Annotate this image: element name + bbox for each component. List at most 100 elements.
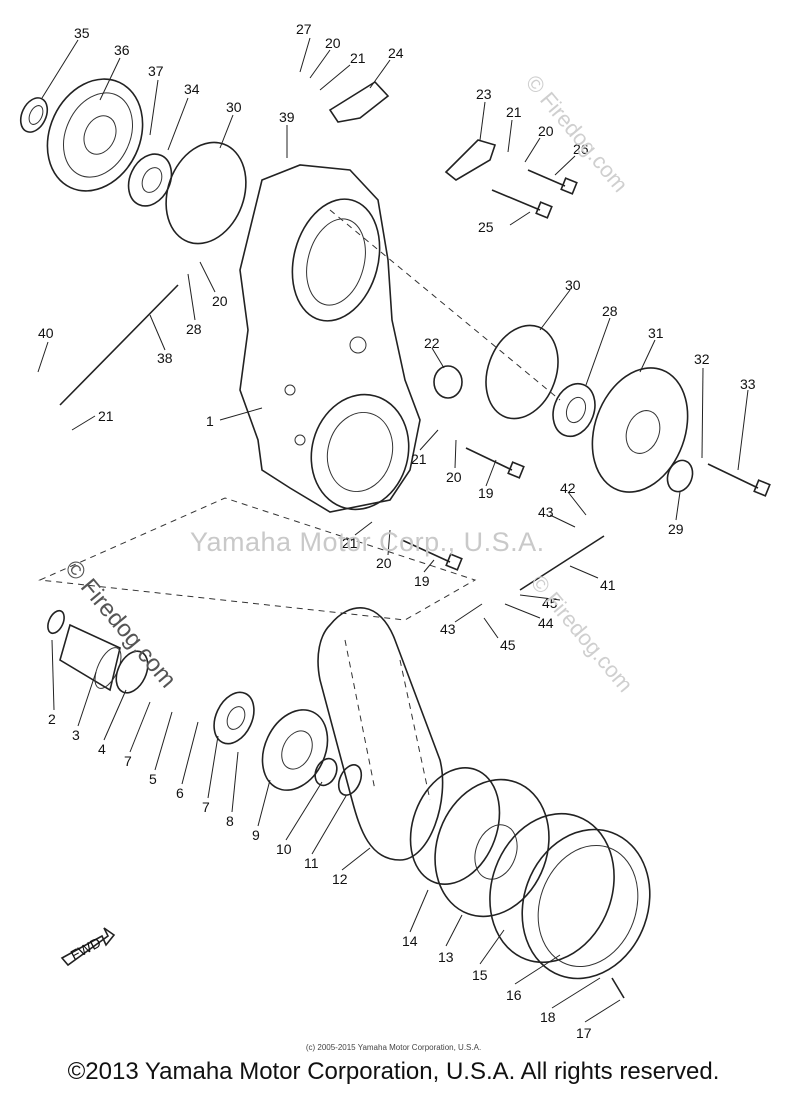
callout-31: 31 bbox=[648, 325, 664, 341]
assembly-outline-upper bbox=[329, 209, 561, 401]
callout-11: 11 bbox=[304, 855, 319, 871]
washer-10 bbox=[314, 757, 338, 787]
callout-19: 19 bbox=[478, 485, 494, 501]
chaincase-housing-1 bbox=[239, 164, 421, 513]
callout-9: 9 bbox=[252, 827, 260, 843]
callout-45b: 45 bbox=[500, 637, 516, 653]
gasket-15 bbox=[489, 812, 615, 964]
screw-17 bbox=[611, 977, 625, 999]
callout-18: 18 bbox=[540, 1009, 556, 1025]
callout-26: 26 bbox=[573, 141, 589, 157]
callout-5: 5 bbox=[149, 771, 157, 787]
callout-25: 25 bbox=[478, 219, 494, 235]
callout-20d: 20 bbox=[446, 469, 462, 485]
bracket-23 bbox=[444, 139, 497, 181]
yamaha-watermark: Yamaha Motor Corp., U.S.A. bbox=[190, 527, 545, 557]
callout-3: 3 bbox=[72, 727, 80, 743]
o-ring-30-right bbox=[485, 324, 559, 420]
callout-28: 28 bbox=[186, 321, 202, 337]
bolt-38 bbox=[59, 284, 179, 406]
bolt-26 bbox=[527, 169, 578, 195]
callout-30: 30 bbox=[226, 99, 242, 115]
gasket-14 bbox=[409, 767, 501, 885]
callout-4: 4 bbox=[98, 741, 106, 757]
callout-38: 38 bbox=[157, 350, 173, 366]
callout-27: 27 bbox=[296, 21, 312, 37]
callout-21e: 21 bbox=[342, 535, 358, 551]
chain-12 bbox=[317, 607, 444, 861]
bolt-19-upper bbox=[465, 447, 525, 479]
circlip-2 bbox=[47, 609, 65, 635]
callout-40: 40 bbox=[38, 325, 54, 341]
bearing-28-right bbox=[552, 382, 596, 438]
callout-20b: 20 bbox=[538, 123, 554, 139]
callout-14: 14 bbox=[402, 933, 418, 949]
collar-11 bbox=[337, 764, 363, 796]
o-ring-30-upper bbox=[165, 141, 247, 245]
callout-32: 32 bbox=[694, 351, 710, 367]
callout-28b: 28 bbox=[602, 303, 618, 319]
callout-34: 34 bbox=[184, 81, 200, 97]
callout-numbers: 35 36 37 34 30 39 27 20 21 24 23 21 20 2… bbox=[38, 21, 756, 1041]
callout-20: 20 bbox=[325, 35, 341, 51]
callout-23: 23 bbox=[476, 86, 492, 102]
callout-29: 29 bbox=[668, 521, 684, 537]
callout-22: 22 bbox=[424, 335, 440, 351]
callout-36: 36 bbox=[114, 42, 130, 58]
callout-41: 41 bbox=[600, 577, 616, 593]
callout-21: 21 bbox=[350, 50, 366, 66]
callout-2: 2 bbox=[48, 711, 56, 727]
bracket-24 bbox=[328, 80, 390, 123]
oil-seal-35 bbox=[19, 97, 49, 133]
callout-19b: 19 bbox=[414, 573, 430, 589]
small-copyright-line: (c) 2005-2015 Yamaha Motor Corporation, … bbox=[305, 1043, 482, 1052]
cover-36 bbox=[46, 78, 144, 192]
callout-21d: 21 bbox=[411, 451, 427, 467]
callout-44: 44 bbox=[538, 615, 554, 631]
bolt-33 bbox=[707, 463, 771, 497]
bearing-8 bbox=[213, 691, 255, 745]
callout-12: 12 bbox=[332, 871, 348, 887]
callout-8: 8 bbox=[226, 813, 234, 829]
callout-1: 1 bbox=[206, 413, 214, 429]
callout-21b: 21 bbox=[506, 104, 522, 120]
callout-6: 6 bbox=[176, 785, 184, 801]
forward-arrow-icon: FWD bbox=[60, 927, 116, 967]
callout-43b: 43 bbox=[440, 621, 456, 637]
sprocket-9 bbox=[261, 709, 329, 791]
callout-13: 13 bbox=[438, 949, 454, 965]
callout-39: 39 bbox=[279, 109, 295, 125]
bolt-25 bbox=[491, 189, 553, 219]
callout-45: 45 bbox=[542, 595, 558, 611]
cover-13 bbox=[434, 778, 550, 918]
copyright-footer: ©2013 Yamaha Motor Corporation, U.S.A. A… bbox=[67, 1058, 720, 1085]
callout-43: 43 bbox=[538, 504, 554, 520]
callout-20c: 20 bbox=[212, 293, 228, 309]
callout-30b: 30 bbox=[565, 277, 581, 293]
plate-16 bbox=[521, 828, 651, 980]
callout-7b: 7 bbox=[202, 799, 210, 815]
pulley-31 bbox=[591, 367, 689, 493]
callout-21c: 21 bbox=[98, 408, 114, 424]
assembly-outline-lower bbox=[38, 497, 477, 621]
callout-24: 24 bbox=[388, 45, 404, 61]
callout-7: 7 bbox=[124, 753, 132, 769]
callout-16: 16 bbox=[506, 987, 522, 1003]
callout-15: 15 bbox=[472, 967, 488, 983]
callout-10: 10 bbox=[276, 841, 292, 857]
fwd-label: FWD bbox=[68, 934, 104, 963]
callout-17: 17 bbox=[576, 1025, 592, 1041]
callout-33: 33 bbox=[740, 376, 756, 392]
bolt-19-lower bbox=[401, 539, 463, 571]
callout-20e: 20 bbox=[376, 555, 392, 571]
callout-42: 42 bbox=[560, 480, 576, 496]
collar-29 bbox=[666, 459, 694, 493]
damper-22 bbox=[433, 365, 463, 399]
callout-37: 37 bbox=[148, 63, 164, 79]
leader-lines bbox=[37, 37, 749, 1023]
adjuster-bolt-41 bbox=[519, 535, 605, 591]
callout-35: 35 bbox=[74, 25, 90, 41]
bearing-4 bbox=[115, 650, 149, 694]
